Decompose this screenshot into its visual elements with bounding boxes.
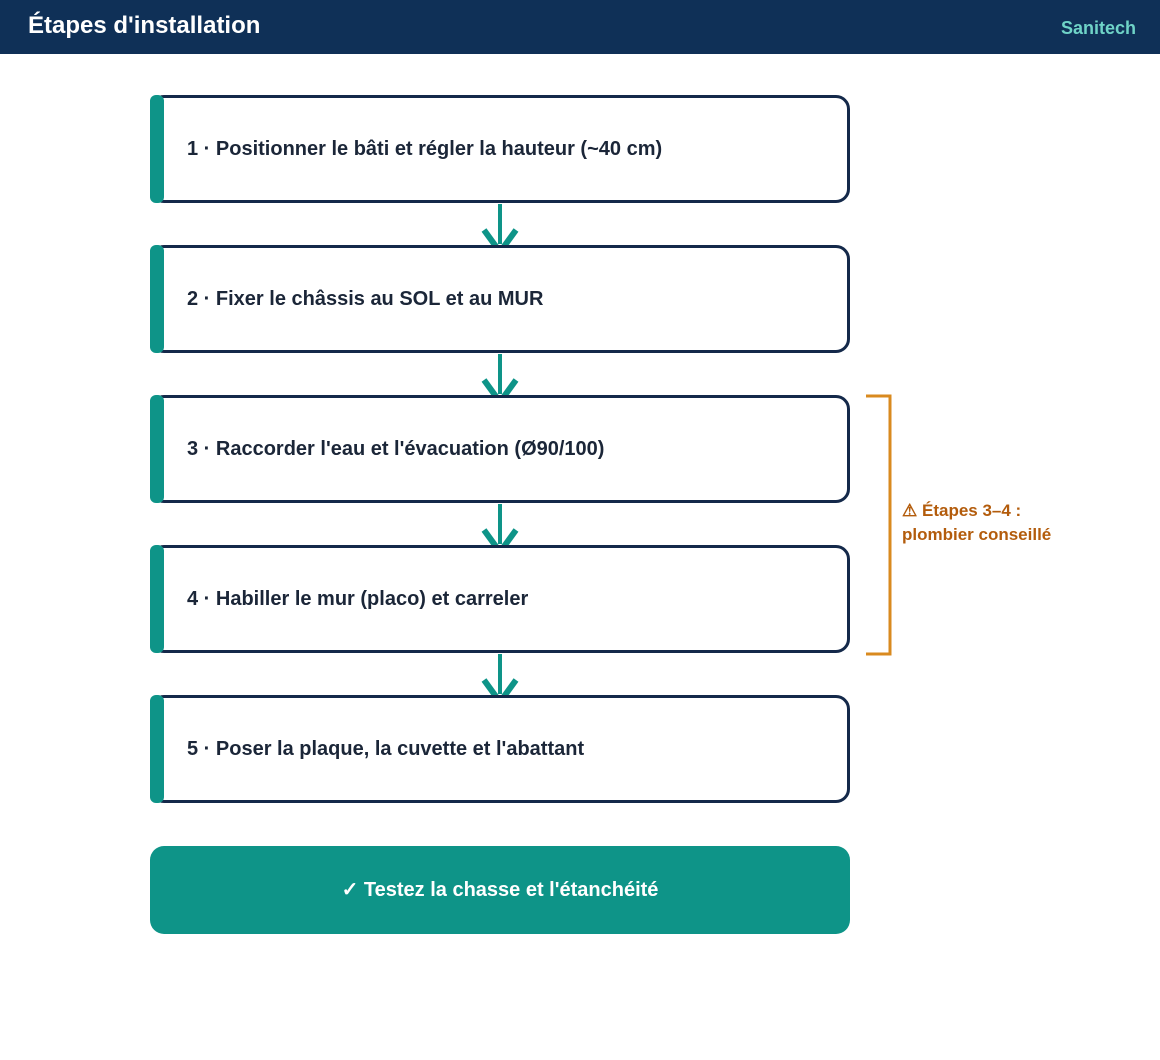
step-label-2: 2 · Fixer le châssis au SOL et au MUR: [187, 288, 544, 310]
header-bar: Étapes d'installation Sanitech: [0, 0, 1160, 54]
step-box-3: 3 · Raccorder l'eau et l'évacuation (Ø90…: [150, 395, 850, 503]
flow-arrow-1-2: [481, 204, 519, 246]
step-box-2: 2 · Fixer le châssis au SOL et au MUR: [150, 245, 850, 353]
note-line-1: Étapes 3–4 :: [921, 501, 1022, 520]
flow-arrow-2-3: [481, 354, 519, 396]
page-title: Étapes d'installation: [28, 12, 261, 39]
step-label-3: 3 · Raccorder l'eau et l'évacuation (Ø90…: [187, 438, 605, 460]
step-accent-bar: [150, 245, 164, 353]
plumber-note: ⚠ Étapes 3–4 : plombier conseillé: [902, 499, 1122, 547]
step-label-4: 4 · Habiller le mur (placo) et carreler: [187, 588, 529, 610]
step-label-1: 1 · Positionner le bâti et régler la hau…: [187, 138, 663, 160]
steps-3-4-bracket: [866, 394, 892, 656]
step-accent-bar: [150, 95, 164, 203]
step-box-4: 4 · Habiller le mur (placo) et carreler: [150, 545, 850, 653]
note-line-2: plombier conseillé: [902, 525, 1052, 544]
flow-arrow-4-5: [481, 654, 519, 696]
step-box-5: 5 · Poser la plaque, la cuvette et l'aba…: [150, 695, 850, 803]
step-accent-bar: [150, 395, 164, 503]
step-accent-bar: [150, 695, 164, 803]
step-label-5: 5 · Poser la plaque, la cuvette et l'aba…: [187, 738, 585, 760]
final-check-box: ✓ Testez la chasse et l'étanchéité: [150, 846, 850, 934]
step-box-1: 1 · Positionner le bâti et régler la hau…: [150, 95, 850, 203]
brand-name: Sanitech: [1060, 18, 1136, 38]
flow-arrow-3-4: [481, 504, 519, 546]
warning-icon: ⚠: [902, 501, 918, 520]
final-check-label: ✓ Testez la chasse et l'étanchéité: [341, 879, 659, 901]
step-accent-bar: [150, 545, 164, 653]
